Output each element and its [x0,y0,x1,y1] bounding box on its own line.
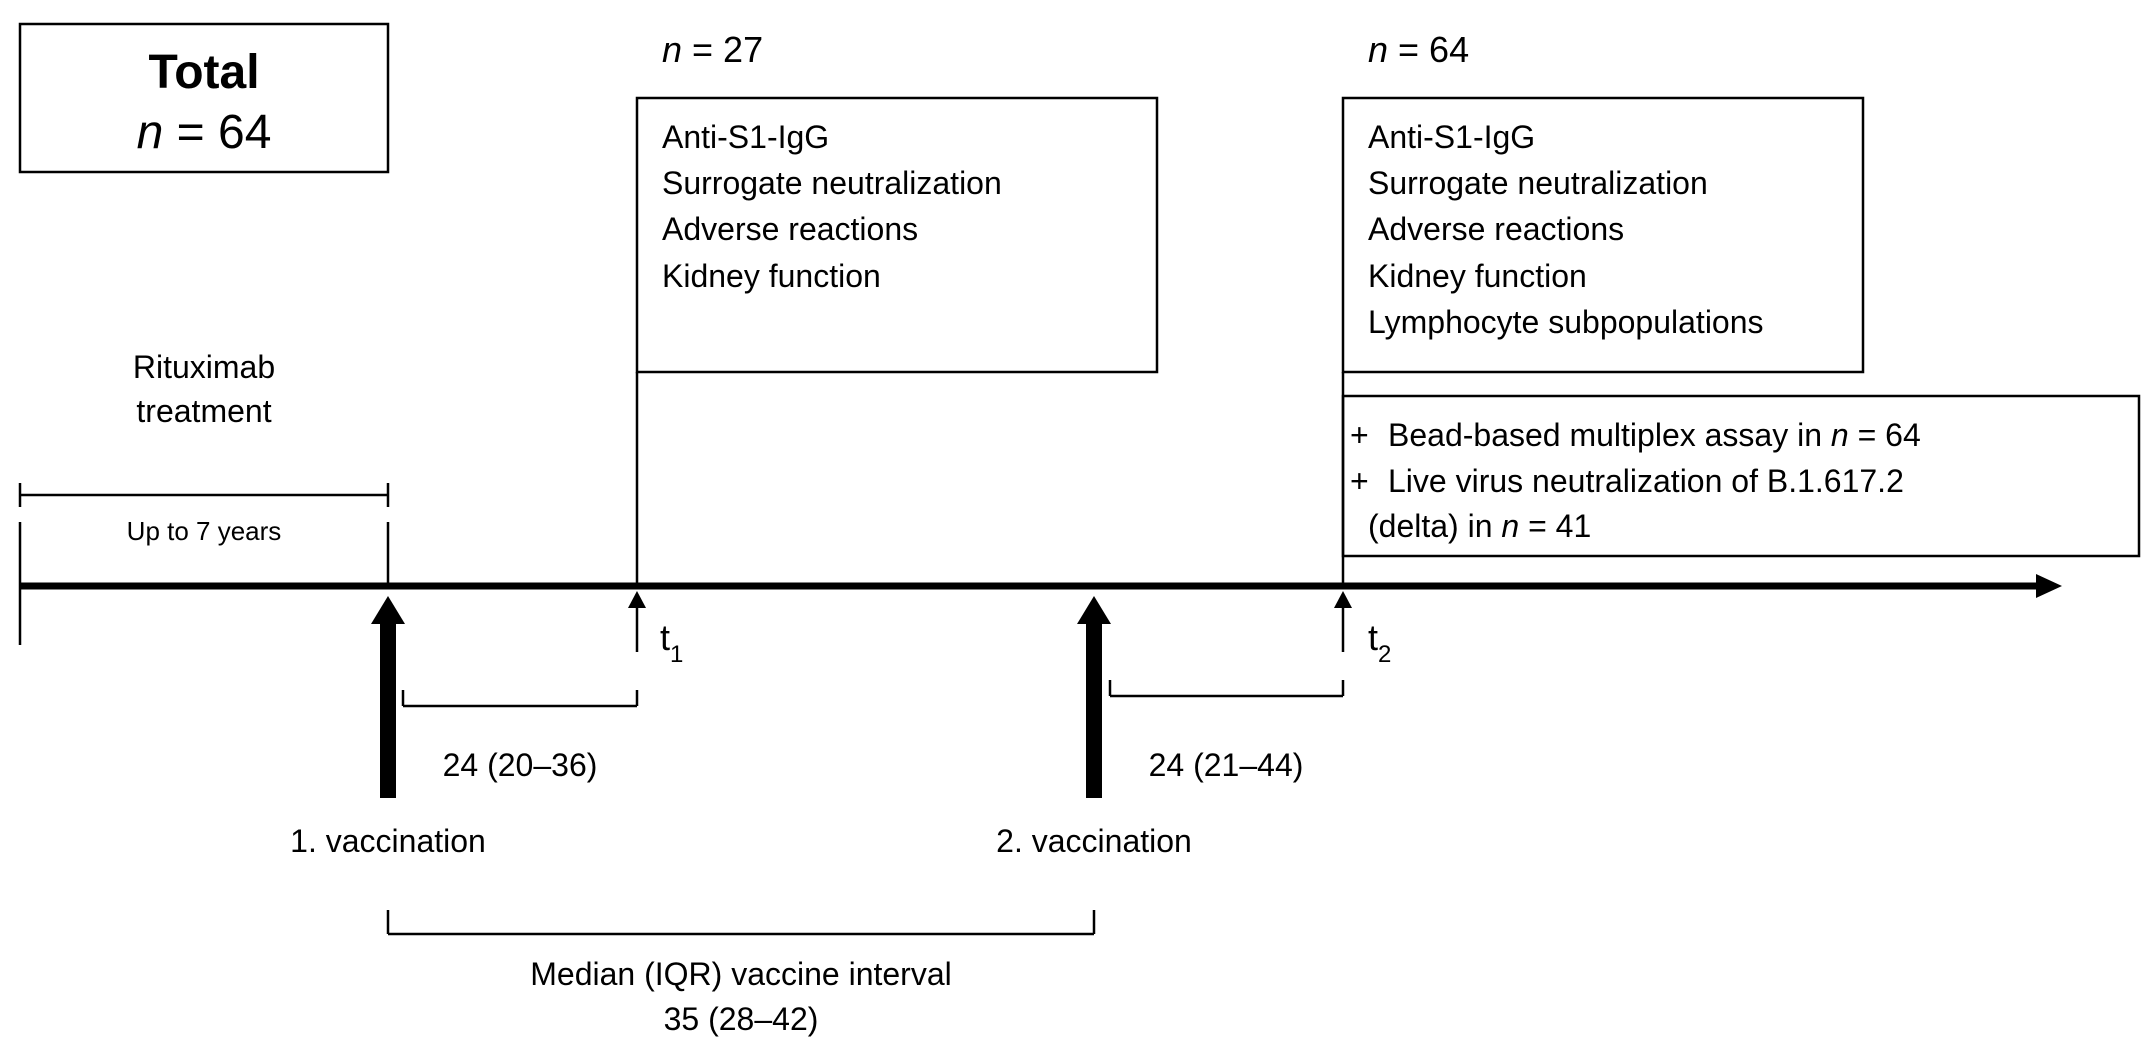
additional-assays-box: + Bead-based multiplex assay in n = 64 +… [1341,394,2141,558]
t2-measure-1: Anti-S1-IgG [1368,119,1535,155]
t2-label: t2 [1368,617,1391,668]
t2-measure-3: Adverse reactions [1368,211,1624,247]
total-n: n = 64 [137,106,272,159]
t1-sample-size: n = 27 [662,29,763,70]
rituximab-label-line1: Rituximab [133,349,275,385]
first-vaccination-label: 1. vaccination [290,823,486,859]
vaccine-interval-label: Median (IQR) vaccine interval [530,956,951,992]
plus-marker-2: + [1350,463,1369,499]
delta-variant-sample: (delta) in n = 41 [1368,508,1591,544]
plus-marker-1: + [1350,417,1369,453]
second-vaccination-label: 2. vaccination [996,823,1192,859]
t1-measure-1: Anti-S1-IgG [662,119,829,155]
main-timeline [18,522,2062,645]
second-interval-value: 24 (21–44) [1149,747,1304,783]
t1-timepoint: t1 [628,591,683,668]
total-title: Total [148,46,259,99]
second-vaccination-arrow-icon [1077,596,1111,624]
t1-measure-4: Kidney function [662,258,881,294]
second-interval-bracket [1108,680,1345,698]
total-box: Total n = 64 [18,22,390,174]
rituximab-treatment: Rituximab treatment Up to 7 years [18,349,390,546]
first-vaccination-arrow [371,596,405,798]
rituximab-label-line2: treatment [136,393,271,429]
first-vaccination-arrow-icon [371,596,405,624]
first-interval-bracket [401,690,639,708]
vaccine-interval-bracket [386,910,1096,936]
t1-measure-2: Surrogate neutralization [662,165,1002,201]
t2-measurements-box: Anti-S1-IgG Surrogate neutralization Adv… [1341,96,1865,374]
second-vaccination-arrow [1077,596,1111,798]
t2-timepoint: t2 [1334,591,1391,668]
t1-measure-3: Adverse reactions [662,211,918,247]
t2-measure-2: Surrogate neutralization [1368,165,1708,201]
timeline-arrowhead-icon [2036,574,2062,598]
t1-measurements-box: Anti-S1-IgG Surrogate neutralization Adv… [635,96,1159,374]
live-virus-neutralization: Live virus neutralization of B.1.617.2 [1388,463,1904,499]
vaccine-interval-value: 35 (28–42) [664,1001,819,1037]
t2-arrow-icon [1334,591,1352,608]
t2-measure-5: Lymphocyte subpopulations [1368,304,1764,340]
bead-multiplex-assay: Bead-based multiplex assay in n = 64 [1388,417,1921,453]
first-interval-value: 24 (20–36) [443,747,598,783]
t1-label: t1 [660,617,683,668]
treatment-duration-label: Up to 7 years [127,516,282,546]
t1-arrow-icon [628,591,646,608]
t2-measure-4: Kidney function [1368,258,1587,294]
t2-sample-size: n = 64 [1368,29,1469,70]
